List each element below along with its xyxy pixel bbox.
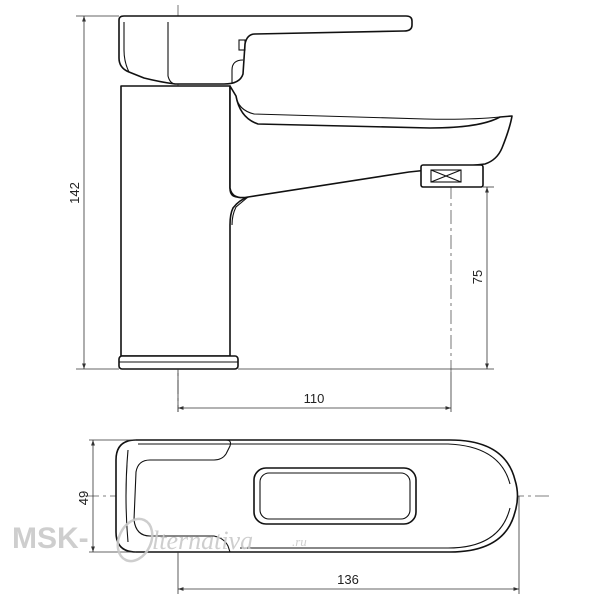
top-inner-recess [253,467,417,525]
lever-handle [118,15,413,85]
faucet-body [120,85,249,357]
watermark-brand-left: MSK- [12,522,89,555]
top-lever-contour [125,449,129,543]
dim-top-width-label: 49 [76,491,91,505]
top-view: 49 136 [76,439,552,594]
watermark-logo-a [116,517,154,563]
watermark-brand-right: lternativa [152,526,253,555]
dim-top-length-label: 136 [337,572,359,587]
dim-spout-height-label: 75 [470,270,485,284]
top-inner-recess-edge [259,472,411,520]
aerator-housing [420,164,484,188]
handle-screw [238,39,246,51]
aerator-insert [430,169,462,183]
dim-height-label: 142 [67,182,82,204]
dim-reach-label: 110 [304,391,325,406]
watermark-brand-suffix: .ru [292,534,307,549]
watermark: MSK- lternativa .ru [12,517,307,563]
side-view: 142 75 110 [67,5,513,412]
